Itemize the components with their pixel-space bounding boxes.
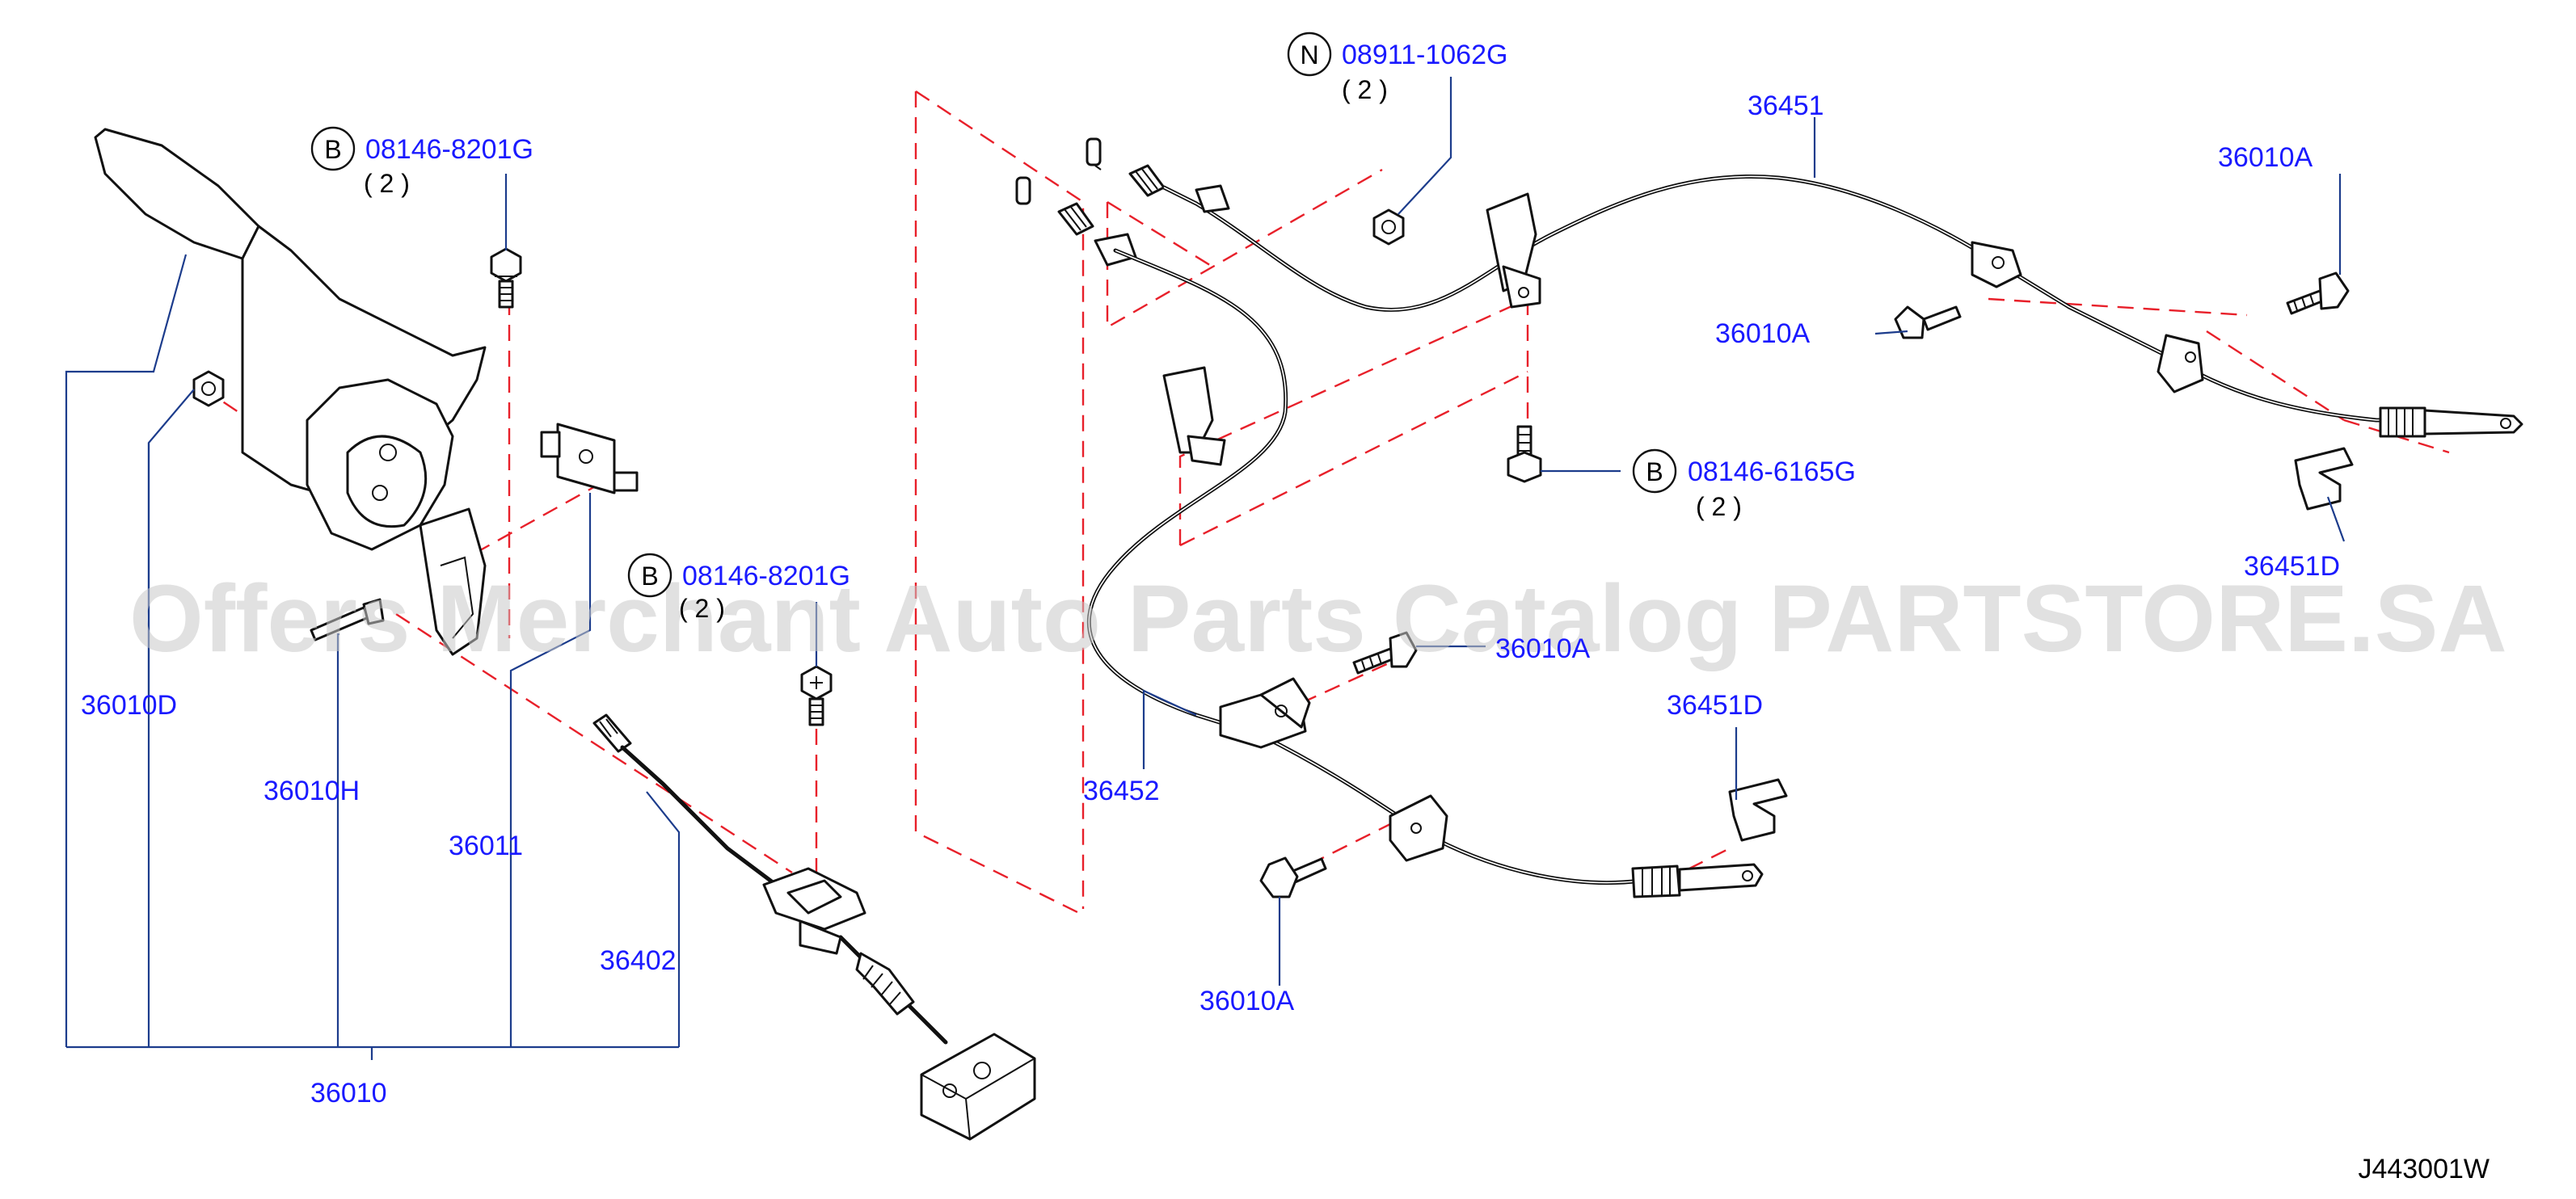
part-labels: 36010D 36010H 36011 36402 36010 36451 36… xyxy=(81,90,2340,1109)
callout-circle xyxy=(627,553,672,598)
callout-prefix: N xyxy=(1300,40,1318,69)
label-36010: 36010 xyxy=(310,1078,387,1109)
callout-bolt-b-mid: B 08146-8201G ( 2 ) xyxy=(627,553,850,623)
bolt-36010a-center xyxy=(1352,631,1418,675)
watermark-text: Offers Merchant Auto Parts Catalog PARTS… xyxy=(129,566,2507,672)
lever-bolt-top xyxy=(490,247,522,309)
parking-brake-lever xyxy=(94,128,487,656)
bolt-36010a-top xyxy=(2286,271,2350,315)
lever-nut-36010d xyxy=(192,370,225,407)
bolt-08146-6165g xyxy=(1507,425,1542,483)
bracket-bolt-mid xyxy=(800,665,833,726)
clip-36451d-right xyxy=(2294,447,2354,511)
callout-bolt-b-right: B 08146-6165G ( 2 ) xyxy=(1632,448,1856,521)
callout-nut-n: N 08911-1062G ( 2 ) xyxy=(1287,32,1507,104)
assembly-dashed-lines xyxy=(201,90,2450,915)
diagram-id: J443001W xyxy=(2358,1154,2490,1184)
label-36451d-center: 36451D xyxy=(1667,690,1763,721)
callout-circle xyxy=(1632,448,1677,494)
callout-part-number: 08146-8201G xyxy=(682,561,850,591)
callout-quantity: ( 2 ) xyxy=(1696,492,1742,521)
label-36010h: 36010H xyxy=(264,776,360,806)
callout-bolt-b-top: B 08146-8201G ( 2 ) xyxy=(310,126,533,198)
label-36452: 36452 xyxy=(1083,776,1160,806)
label-36010a-center: 36010A xyxy=(1495,633,1591,664)
bolt-36010a-bottom xyxy=(1259,856,1327,898)
label-36451: 36451 xyxy=(1748,90,1824,121)
rear-cable-36451 xyxy=(1086,137,2523,438)
label-36451d-right: 36451D xyxy=(2244,551,2340,582)
label-36010a-top: 36010A xyxy=(2218,142,2313,173)
label-36402: 36402 xyxy=(600,945,677,976)
rear-cable-36452 xyxy=(1015,176,1764,898)
front-cable-36402 xyxy=(592,713,1036,1141)
callout-prefix: B xyxy=(641,562,658,591)
callout-circle xyxy=(310,126,356,171)
callout-part-number: 08911-1062G xyxy=(1342,40,1507,70)
bolt-36010a-mid xyxy=(1894,305,1962,339)
label-36010a-bottom: 36010A xyxy=(1199,986,1295,1016)
callout-circle xyxy=(1287,32,1332,77)
lever-screw-36010h xyxy=(310,598,385,642)
label-36010a-mid: 36010A xyxy=(1715,318,1811,349)
nut-08911 xyxy=(1372,208,1405,246)
callout-quantity: ( 2 ) xyxy=(679,594,725,623)
label-36010d: 36010D xyxy=(81,690,177,721)
label-36011: 36011 xyxy=(449,831,523,861)
callout-part-number: 08146-6165G xyxy=(1688,456,1856,487)
callout-prefix: B xyxy=(324,135,341,164)
clip-36451d-center xyxy=(1728,778,1788,842)
callout-part-number: 08146-8201G xyxy=(365,134,533,165)
callout-quantity: ( 2 ) xyxy=(1342,75,1388,104)
leader-lines xyxy=(65,77,2346,1060)
callout-quantity: ( 2 ) xyxy=(364,169,410,198)
lever-switch-bracket xyxy=(540,423,639,494)
callout-prefix: B xyxy=(1646,457,1663,486)
